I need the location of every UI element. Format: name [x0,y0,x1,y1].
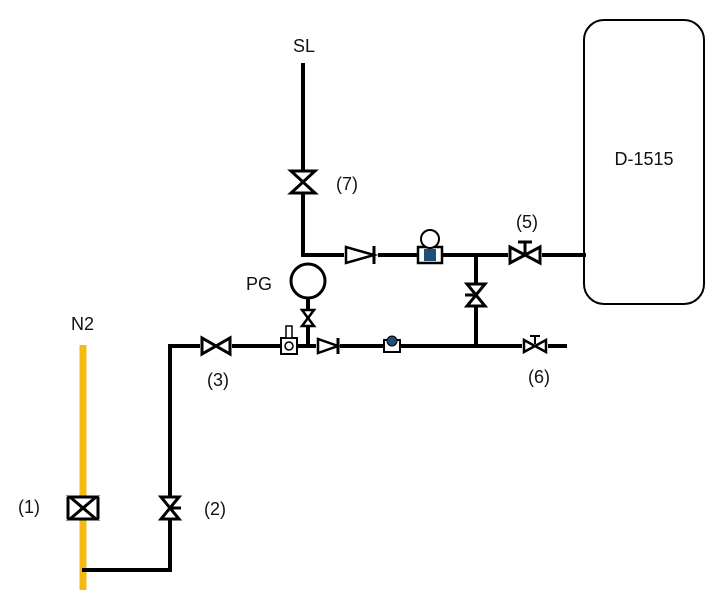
valve-2-label: (2) [204,499,226,519]
lower-header-instrument[interactable] [383,335,401,353]
valve-7[interactable] [287,169,319,195]
vessel-d-1515[interactable]: D-1515 [583,19,705,305]
check-valve-upper[interactable] [344,245,379,265]
valve-5[interactable] [508,240,542,266]
connector-valve[interactable] [463,282,489,308]
flow-meter-upper[interactable] [416,229,444,265]
pg-label: PG [246,274,272,294]
valve-3-label: (3) [207,370,229,390]
pipe-network [82,63,586,572]
flow-element[interactable] [280,325,298,355]
valve-6-label: (6) [528,367,550,387]
pg-isolation-valve[interactable] [299,308,317,328]
pressure-gauge[interactable] [289,262,327,300]
valve-2[interactable] [157,495,183,521]
valve-7-label: (7) [336,174,358,194]
valve-5-label: (5) [516,212,538,232]
check-valve-lower[interactable] [316,337,342,355]
valve-6[interactable] [522,335,548,355]
valve-1[interactable] [65,495,101,521]
vessel-label: D-1515 [614,149,673,169]
sl-label: SL [293,36,315,56]
valve-1-label: (1) [18,497,40,517]
valve-3[interactable] [200,335,232,357]
n2-label: N2 [71,314,94,334]
